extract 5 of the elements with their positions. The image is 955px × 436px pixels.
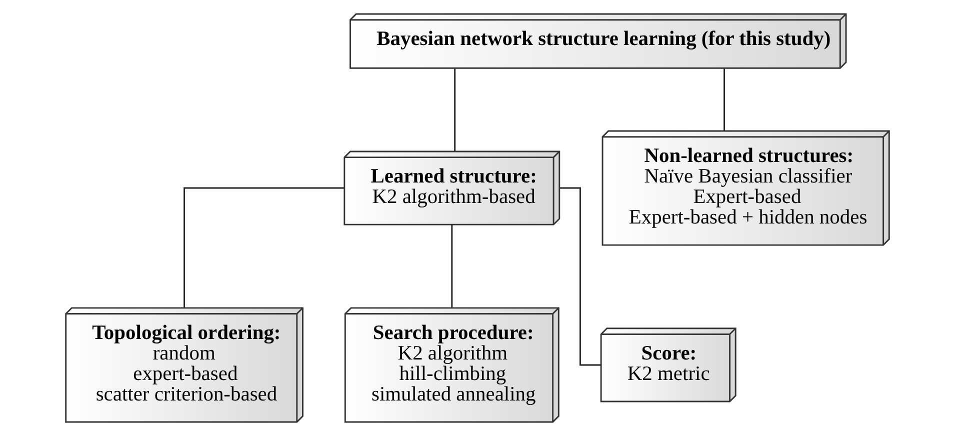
connector xyxy=(454,68,456,152)
connector xyxy=(560,187,601,366)
connector xyxy=(184,187,344,308)
connector xyxy=(451,224,453,308)
connector xyxy=(724,68,725,131)
